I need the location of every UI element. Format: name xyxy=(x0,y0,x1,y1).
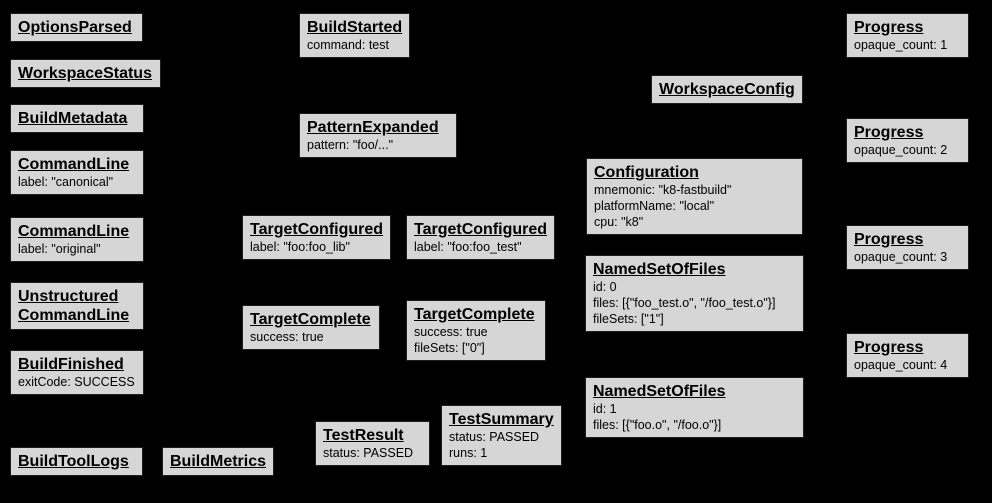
node-title: TargetConfigured xyxy=(250,221,384,238)
node-field-label: label: "foo:foo_lib" xyxy=(250,240,350,254)
node-workspace-config: WorkspaceConfig xyxy=(651,75,803,104)
node-field-success: success: true xyxy=(414,325,488,339)
node-field-files: files: [{"foo.o", "/foo.o"}] xyxy=(593,418,722,432)
node-target-configured-foo-test: TargetConfigured label: "foo:foo_test" xyxy=(406,215,556,260)
node-command-line-canonical: CommandLine label: "canonical" xyxy=(10,150,144,195)
node-command-line-original: CommandLine label: "original" xyxy=(10,217,144,262)
node-build-finished: BuildFinished exitCode: SUCCESS xyxy=(10,350,144,395)
node-field-status: status: PASSED xyxy=(323,446,414,460)
node-field-file-sets: fileSets: ["1"] xyxy=(593,312,664,326)
node-field-opaque-count: opaque_count: 4 xyxy=(854,358,948,372)
node-title: TargetComplete xyxy=(414,306,535,323)
node-title: Configuration xyxy=(594,164,699,181)
node-field-files: files: [{"foo_test.o", "/foo_test.o"}] xyxy=(593,296,776,310)
node-build-metrics: BuildMetrics xyxy=(162,447,275,476)
node-field-runs: runs: 1 xyxy=(449,446,488,460)
node-field-command: command: test xyxy=(307,38,389,52)
node-field-id: id: 1 xyxy=(593,402,617,416)
node-field-platform-name: platformName: "local" xyxy=(594,199,715,213)
node-field-opaque-count: opaque_count: 3 xyxy=(854,250,948,264)
node-field-status: status: PASSED xyxy=(449,430,540,444)
node-title: Progress xyxy=(854,231,924,248)
node-field-label: label: "foo:foo_test" xyxy=(414,240,522,254)
node-progress-3: Progress opaque_count: 3 xyxy=(846,225,969,270)
node-build-tool-logs: BuildToolLogs xyxy=(10,447,143,476)
node-field-mnemonic: mnemonic: "k8-fastbuild" xyxy=(594,183,732,197)
node-title: BuildMetadata xyxy=(18,110,128,127)
node-build-metadata: BuildMetadata xyxy=(10,104,144,133)
node-field-file-sets: fileSets: ["0"] xyxy=(414,341,485,355)
node-title: WorkspaceConfig xyxy=(659,81,795,98)
node-field-exit-code: exitCode: SUCCESS xyxy=(18,375,135,389)
node-title: Progress xyxy=(854,339,924,356)
node-progress-1: Progress opaque_count: 1 xyxy=(846,13,969,58)
node-named-set-of-files-0: NamedSetOfFiles id: 0 files: [{"foo_test… xyxy=(585,255,804,332)
node-target-complete-foo-lib: TargetComplete success: true xyxy=(242,305,380,350)
node-pattern-expanded: PatternExpanded pattern: "foo/..." xyxy=(299,113,457,158)
node-title: WorkspaceStatus xyxy=(18,65,152,82)
node-title: BuildToolLogs xyxy=(18,453,129,470)
node-test-result: TestResult status: PASSED xyxy=(315,421,430,466)
node-progress-4: Progress opaque_count: 4 xyxy=(846,333,969,378)
node-target-complete-foo-test: TargetComplete success: true fileSets: [… xyxy=(406,300,546,361)
node-title: Progress xyxy=(854,19,924,36)
node-field-label: label: "original" xyxy=(18,242,101,256)
node-title: BuildMetrics xyxy=(170,453,267,470)
node-field-opaque-count: opaque_count: 1 xyxy=(854,38,948,52)
node-target-configured-foo-lib: TargetConfigured label: "foo:foo_lib" xyxy=(242,215,392,260)
node-title: TestResult xyxy=(323,427,404,444)
node-unstructured-command-line: Unstructured CommandLine xyxy=(10,282,144,330)
node-title: CommandLine xyxy=(18,223,130,240)
node-field-success: success: true xyxy=(250,330,324,344)
node-title: TargetComplete xyxy=(250,311,371,328)
node-build-started: BuildStarted command: test xyxy=(299,13,411,58)
node-field-pattern: pattern: "foo/..." xyxy=(307,138,394,152)
node-progress-2: Progress opaque_count: 2 xyxy=(846,118,969,163)
node-field-cpu: cpu: "k8" xyxy=(594,215,644,229)
node-named-set-of-files-1: NamedSetOfFiles id: 1 files: [{"foo.o", … xyxy=(585,377,804,438)
node-field-label: label: "canonical" xyxy=(18,175,114,189)
node-title: NamedSetOfFiles xyxy=(593,261,726,278)
node-configuration: Configuration mnemonic: "k8-fastbuild" p… xyxy=(586,158,803,235)
node-field-opaque-count: opaque_count: 2 xyxy=(854,143,948,157)
node-title: Progress xyxy=(854,124,924,141)
node-field-id: id: 0 xyxy=(593,280,617,294)
node-title: TargetConfigured xyxy=(414,221,548,238)
node-title: PatternExpanded xyxy=(307,119,439,136)
node-title: BuildFinished xyxy=(18,356,124,373)
node-title: BuildStarted xyxy=(307,19,403,36)
node-title: NamedSetOfFiles xyxy=(593,383,726,400)
node-title: TestSummary xyxy=(449,411,554,428)
node-title: CommandLine xyxy=(18,156,130,173)
node-test-summary: TestSummary status: PASSED runs: 1 xyxy=(441,405,562,466)
node-title: OptionsParsed xyxy=(18,19,132,36)
node-title: Unstructured CommandLine xyxy=(18,288,130,324)
node-options-parsed: OptionsParsed xyxy=(10,13,143,42)
node-workspace-status: WorkspaceStatus xyxy=(10,59,161,88)
